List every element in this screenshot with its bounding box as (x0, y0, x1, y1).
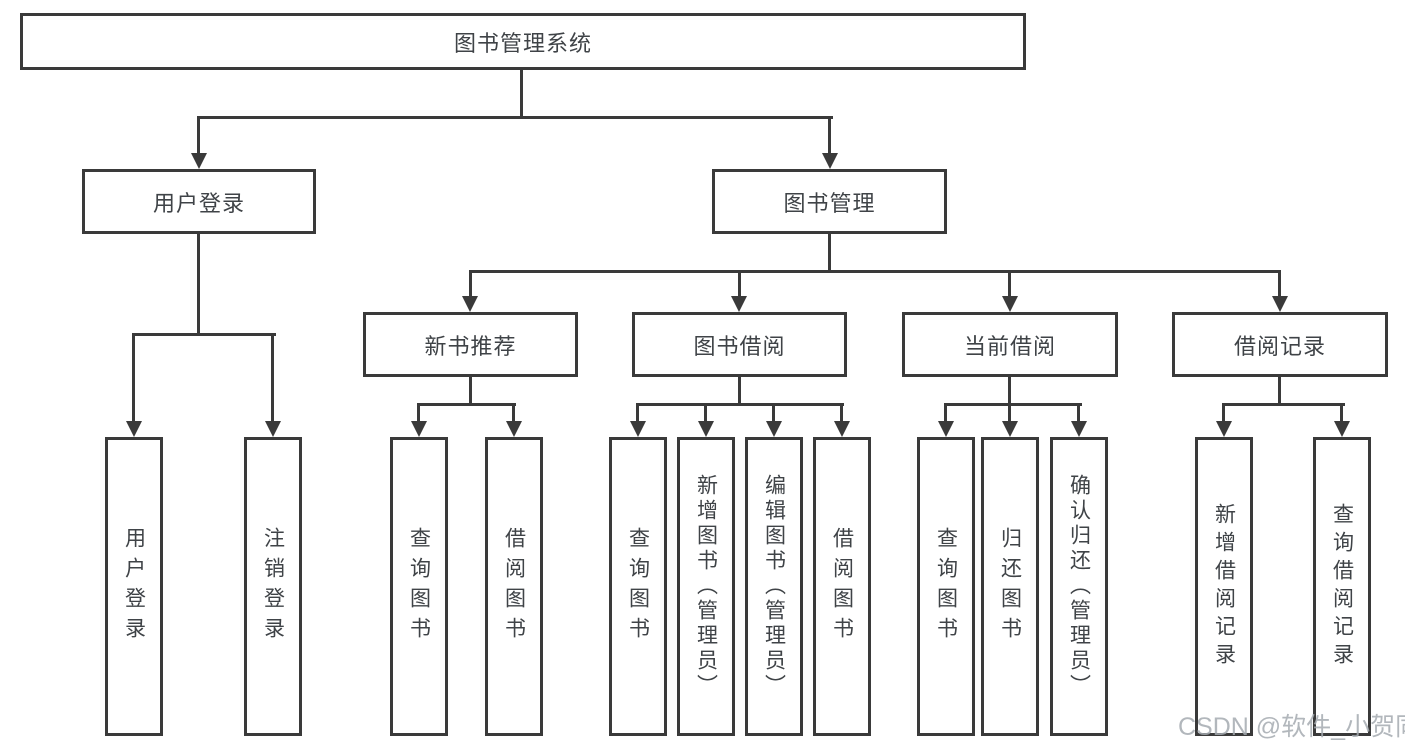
connector-line (1222, 403, 1345, 406)
node-user-login: 用户登录 (82, 169, 316, 234)
connector-line (197, 116, 833, 119)
arrow-down-icon (1272, 296, 1288, 312)
leaf-query-borrow-record: 查询借阅记录 (1313, 437, 1371, 736)
arrow-down-icon (630, 421, 646, 437)
arrow-down-icon (1071, 421, 1087, 437)
arrow-down-icon (191, 153, 207, 169)
arrow-down-icon (126, 421, 142, 437)
leaf-user-login: 用户登录 (105, 437, 163, 736)
leaf-query-books-borrow: 查询图书 (609, 437, 667, 736)
connector-line (772, 403, 775, 423)
connector-line (738, 270, 741, 297)
node-book-management: 图书管理 (712, 169, 947, 234)
connector-line (520, 69, 523, 119)
leaf-return-books: 归还图书 (981, 437, 1039, 736)
leaf-borrow-books-recommend: 借阅图书 (485, 437, 543, 736)
leaf-query-books-recommend: 查询图书 (390, 437, 448, 736)
connector-line (417, 403, 420, 423)
csdn-watermark: CSDN @软件_小贺同学 (1178, 713, 1405, 741)
connector-line (1222, 403, 1225, 423)
arrow-down-icon (1002, 421, 1018, 437)
connector-line (944, 403, 1082, 406)
connector-line (636, 403, 639, 423)
connector-line (1008, 270, 1011, 297)
arrow-down-icon (462, 296, 478, 312)
node-borrow-records: 借阅记录 (1172, 312, 1388, 377)
arrow-down-icon (506, 421, 522, 437)
connector-line (828, 233, 831, 273)
connector-line (828, 116, 831, 154)
node-current-borrow: 当前借阅 (902, 312, 1118, 377)
arrow-down-icon (1002, 296, 1018, 312)
node-label: 新书推荐 (424, 333, 517, 359)
connector-line (132, 333, 135, 422)
connector-line (1340, 403, 1343, 423)
arrow-down-icon (766, 421, 782, 437)
arrow-down-icon (731, 296, 747, 312)
connector-line (944, 403, 947, 423)
node-label: 查询借阅记录 (1330, 502, 1354, 671)
node-label: 新增图书（管理员） (694, 474, 718, 699)
connector-line (738, 377, 741, 406)
connector-line (132, 333, 276, 336)
connector-line (469, 377, 472, 406)
connector-line (469, 270, 472, 297)
connector-line (271, 333, 274, 422)
connector-line (1077, 403, 1080, 423)
node-label: 新增借阅记录 (1212, 502, 1236, 671)
node-label: 当前借阅 (963, 333, 1056, 359)
connector-line (1008, 403, 1011, 423)
node-label: 图书管理系统 (453, 30, 592, 56)
arrow-down-icon (938, 421, 954, 437)
node-label: 图书借阅 (693, 333, 786, 359)
node-label: 查询图书 (626, 526, 650, 647)
node-root-library-system: 图书管理系统 (20, 13, 1026, 70)
node-label: 注销登录 (261, 526, 285, 647)
node-label: 用户登录 (152, 190, 245, 216)
arrow-down-icon (1334, 421, 1350, 437)
connector-line (469, 270, 1281, 273)
node-label: 用户登录 (122, 526, 146, 647)
leaf-logout: 注销登录 (244, 437, 302, 736)
connector-line (840, 403, 843, 423)
connector-line (197, 116, 200, 154)
connector-line (197, 233, 200, 336)
arrow-down-icon (411, 421, 427, 437)
arrow-down-icon (834, 421, 850, 437)
connector-line (1008, 377, 1011, 406)
arrow-down-icon (265, 421, 281, 437)
connector-line (512, 403, 515, 423)
leaf-borrow-books: 借阅图书 (813, 437, 871, 736)
leaf-add-books-admin: 新增图书（管理员） (677, 437, 735, 736)
connector-line (1278, 270, 1281, 297)
leaf-add-borrow-record: 新增借阅记录 (1195, 437, 1253, 736)
connector-line (704, 403, 707, 423)
connector-line (636, 403, 844, 406)
node-new-book-recommend: 新书推荐 (363, 312, 578, 377)
leaf-query-books-current: 查询图书 (917, 437, 975, 736)
node-label: 查询图书 (407, 526, 431, 647)
arrow-down-icon (1216, 421, 1232, 437)
node-label: 借阅记录 (1233, 333, 1326, 359)
node-label: 查询图书 (934, 526, 958, 647)
node-book-borrow: 图书借阅 (632, 312, 847, 377)
leaf-edit-books-admin: 编辑图书（管理员） (745, 437, 803, 736)
leaf-confirm-return-admin: 确认归还（管理员） (1050, 437, 1108, 736)
node-label: 编辑图书（管理员） (762, 474, 786, 699)
node-label: 确认归还（管理员） (1067, 474, 1091, 699)
arrow-down-icon (698, 421, 714, 437)
node-label: 借阅图书 (502, 526, 526, 647)
node-label: 归还图书 (998, 526, 1022, 647)
node-label: 借阅图书 (830, 526, 854, 647)
connector-line (417, 403, 516, 406)
node-label: 图书管理 (783, 190, 876, 216)
connector-line (1278, 377, 1281, 406)
arrow-down-icon (822, 153, 838, 169)
